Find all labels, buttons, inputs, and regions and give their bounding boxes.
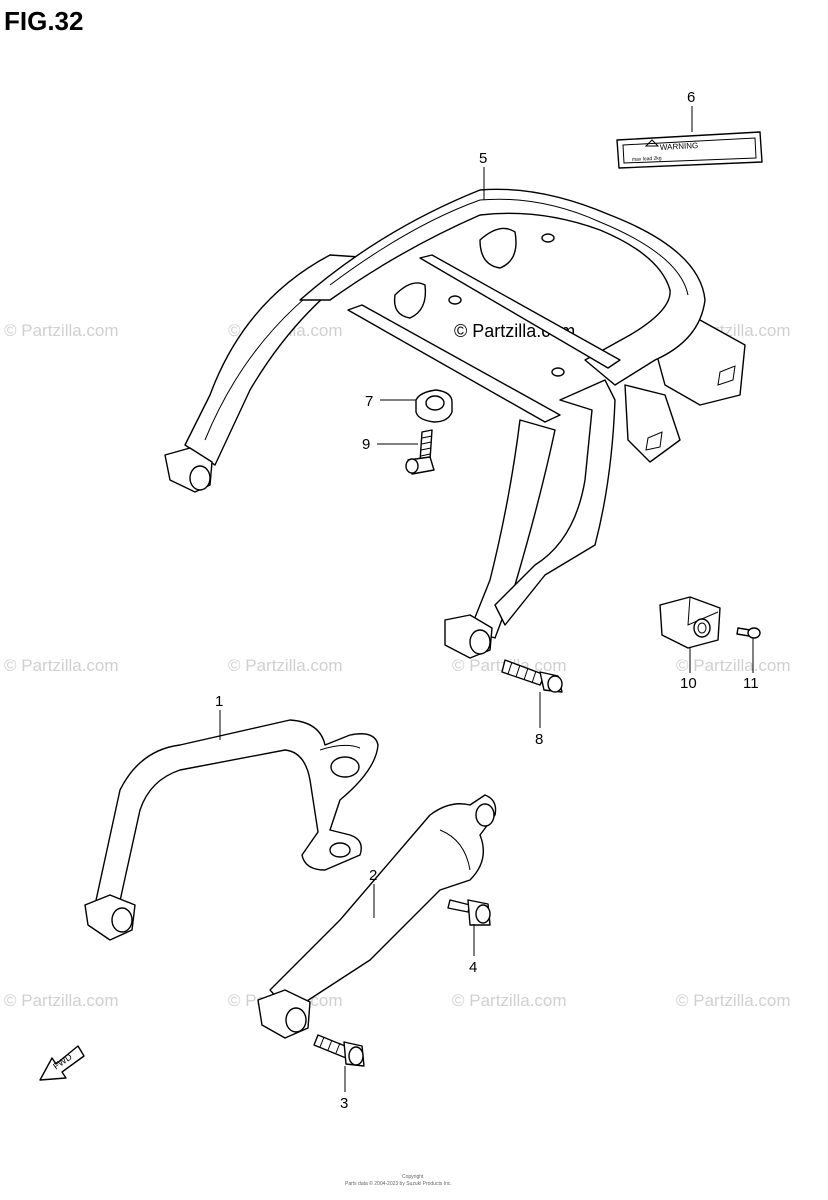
copyright-line-2: Parts data © 2004-2023 by Suzuki Product… — [345, 1180, 452, 1187]
watermark: © Partzilla.com — [4, 991, 119, 1010]
watermark: © Partzilla.com — [4, 321, 119, 340]
callout-5: 5 — [479, 150, 487, 167]
watermark: © Partzilla.com — [4, 656, 119, 675]
copyright-footer: Copyright Parts data © 2004-2023 by Suzu… — [345, 1174, 452, 1187]
warning-heading: WARNING — [660, 141, 699, 152]
warning-line: max load 2kg — [632, 155, 662, 163]
callout-9: 9 — [362, 436, 370, 453]
callout-11: 11 — [743, 675, 759, 692]
fwd-arrow-icon: FWD — [39, 1045, 85, 1081]
part-3-bolt[interactable] — [313, 1034, 365, 1067]
watermark: © Partzilla.com — [452, 991, 567, 1010]
part-4-bolt[interactable] — [447, 899, 491, 926]
part-5-rear-carrier[interactable] — [164, 188, 746, 659]
part-9-bolt[interactable] — [405, 429, 435, 475]
callout-3: 3 — [340, 1095, 348, 1112]
callout-4: 4 — [469, 959, 477, 976]
copyright-line-1: Copyright — [402, 1174, 424, 1180]
callout-8: 8 — [535, 731, 543, 748]
part-10-bracket[interactable] — [659, 596, 721, 649]
callout-1: 1 — [215, 693, 223, 710]
callout-labels: 6 5 7 9 8 10 11 1 2 4 3 — [215, 89, 759, 1112]
watermark: © Partzilla.com — [676, 656, 791, 675]
watermark: © Partzilla.com — [228, 656, 343, 675]
part-7-cushion[interactable] — [415, 389, 453, 423]
callout-6: 6 — [687, 89, 695, 106]
callout-7: 7 — [365, 393, 373, 410]
part-8-bolt[interactable] — [501, 659, 563, 693]
callout-2: 2 — [369, 867, 377, 884]
callout-10: 10 — [680, 675, 697, 692]
part-11-screw[interactable] — [736, 627, 761, 639]
part-6-warning-label[interactable]: WARNING max load 2kg — [616, 131, 763, 169]
figure-title: FIG.32 — [4, 6, 83, 36]
leader-lines — [219, 106, 754, 1092]
watermark: © Partzilla.com — [676, 991, 791, 1010]
part-1-bracket[interactable] — [84, 719, 379, 941]
part-2-bracket[interactable] — [257, 794, 497, 1039]
